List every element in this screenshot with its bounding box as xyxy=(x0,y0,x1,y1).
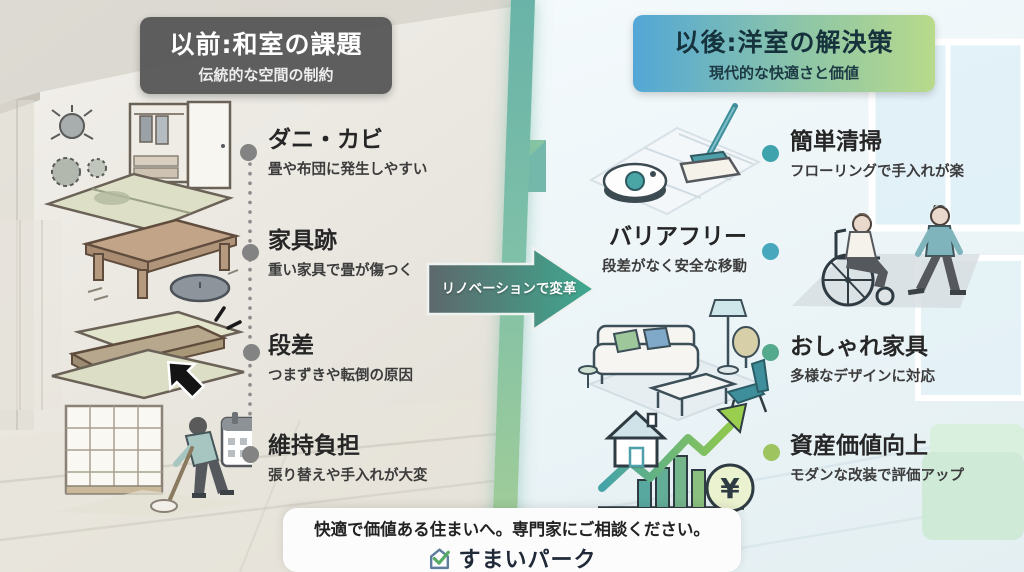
left-item-title: 段差 xyxy=(268,333,314,359)
bullet-dot xyxy=(762,243,779,260)
footer-cta-bar: 快適で価値ある住まいへ。専門家にご相談ください。 すまいパーク xyxy=(283,508,741,572)
footer-message: 快適で価値ある住まいへ。専門家にご相談ください。 xyxy=(314,520,710,539)
right-item-title: おしゃれ家具 xyxy=(790,334,928,360)
bullet-dot xyxy=(240,144,257,161)
left-item-title: ダニ・カビ xyxy=(268,127,383,153)
renovation-arrow-label: リノベーションで変革 xyxy=(441,281,577,297)
left-panel-subtitle: 伝統的な空間の制約 xyxy=(198,66,334,84)
bullet-dot xyxy=(762,344,779,361)
right-item-easy-cleaning: 簡単清掃 フローリングで手入れが楽 xyxy=(790,129,1015,181)
bullet-dot xyxy=(243,344,260,361)
right-panel-subtitle: 現代的な快適さと価値 xyxy=(708,64,859,82)
right-item-stylish-furniture: おしゃれ家具 多様なデザインに対応 xyxy=(790,334,1015,386)
right-dotted-connector xyxy=(769,164,773,444)
low-table-cushion-illustration xyxy=(81,218,241,303)
left-panel-header: 以前:和室の課題 伝統的な空間の制約 xyxy=(140,17,392,94)
left-item-maintenance: 維持負担 張り替えや手入れが大変 xyxy=(268,433,498,485)
svg-text:¥: ¥ xyxy=(720,472,740,505)
left-item-mites-mold: ダニ・カビ 畳や布団に発生しやすい xyxy=(268,127,498,179)
right-item-desc: フローリングで手入れが楽 xyxy=(790,164,964,181)
right-item-barrier-free: バリアフリー 段差がなく安全な移動 xyxy=(555,224,747,276)
robot-vacuum-mop-illustration xyxy=(588,103,762,216)
sweeping-person-calendar-illustration xyxy=(56,404,252,516)
left-item-title: 家具跡 xyxy=(268,228,337,254)
left-item-desc: 張り替えや手入れが大変 xyxy=(268,468,428,485)
bullet-dot xyxy=(763,444,780,461)
right-panel-title: 以後:洋室の解決策 xyxy=(674,28,894,57)
right-item-title: 簡単清掃 xyxy=(790,129,882,155)
bullet-dot xyxy=(242,446,259,463)
right-item-desc: モダンな改装で評価アップ xyxy=(790,468,964,485)
left-dotted-connector xyxy=(248,162,252,446)
left-item-desc: つまずきや転倒の原因 xyxy=(268,368,413,385)
right-item-title: バリアフリー xyxy=(609,224,747,250)
right-item-title: 資産価値向上 xyxy=(790,433,928,459)
left-item-title: 維持負担 xyxy=(268,433,360,459)
right-item-desc: 多様なデザインに対応 xyxy=(790,369,935,386)
left-item-step-gap: 段差 つまずきや転倒の原因 xyxy=(268,333,498,385)
right-panel-header: 以後:洋室の解決策 現代的な快適さと価値 xyxy=(633,15,935,92)
left-item-desc: 畳や布団に発生しやすい xyxy=(268,162,428,179)
left-item-furniture-marks: 家具跡 重い家具で畳が傷つく xyxy=(268,228,498,280)
wheelchair-walking-illustration xyxy=(792,205,980,308)
tatami-closet-mite-mold-illustration xyxy=(43,100,235,232)
renovation-arrow-icon xyxy=(426,246,597,333)
left-item-desc: 重い家具で畳が傷つく xyxy=(268,263,413,280)
house-growth-chart-yen-illustration: ¥ xyxy=(598,402,755,513)
bullet-dot xyxy=(762,145,779,162)
house-check-icon xyxy=(430,547,451,569)
right-item-desc: 段差がなく安全な移動 xyxy=(602,259,747,276)
left-panel-title: 以前:和室の課題 xyxy=(169,30,363,59)
brand-row: すまいパーク xyxy=(283,542,741,572)
bullet-dot xyxy=(242,244,259,261)
sofa-set-lamp-illustration xyxy=(578,299,770,422)
brand-name: すまいパーク xyxy=(458,548,597,572)
tatami-step-arrow-illustration xyxy=(51,306,245,400)
right-item-asset-value: 資産価値向上 モダンな改装で評価アップ xyxy=(790,433,1018,485)
